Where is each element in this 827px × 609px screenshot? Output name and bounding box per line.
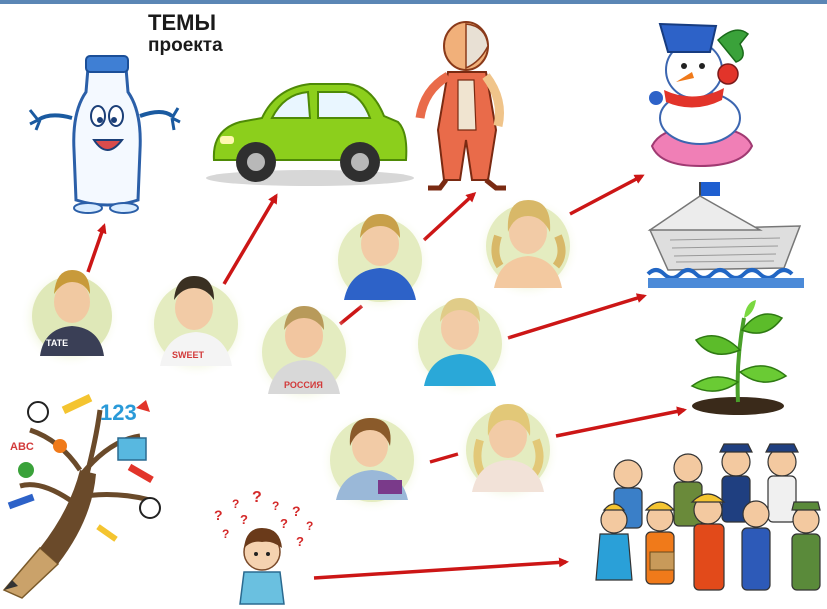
- arrow-to-sprout: [555, 406, 687, 438]
- arrow-to-body: [422, 191, 477, 242]
- svg-text:?: ?: [306, 519, 313, 533]
- svg-text:?: ?: [252, 489, 262, 506]
- sprout-icon: [690, 300, 788, 415]
- pencil-tree-icon: 123 ABC: [2, 394, 161, 599]
- svg-text:?: ?: [272, 499, 279, 513]
- top-accent-bar: [0, 0, 827, 4]
- svg-text:SWEET: SWEET: [172, 350, 205, 360]
- child-photo-3: РОССИЯ: [252, 302, 356, 406]
- title-line-1: ТЕМЫ: [148, 10, 216, 35]
- child-photo-7: [320, 410, 424, 514]
- arrow-to-milk: [86, 223, 107, 273]
- child-photo-6: [408, 294, 512, 398]
- svg-text:?: ?: [222, 527, 229, 541]
- svg-text:ABC: ABC: [10, 441, 34, 453]
- paper-boat-icon: [646, 182, 804, 288]
- child-photo-2: SWEET: [144, 274, 248, 378]
- child-photo-5: [476, 196, 580, 300]
- child-photo-8: [456, 400, 560, 504]
- title-line-2: проекта: [148, 35, 223, 57]
- human-body-icon: [415, 21, 506, 191]
- svg-text:?: ?: [240, 512, 248, 527]
- svg-text:123: 123: [100, 400, 137, 425]
- slide-title: ТЕМЫ проекта: [148, 10, 223, 57]
- arrows: [86, 174, 687, 580]
- question-girl-icon: ? ? ? ? ? ? ? ? ? ?: [214, 489, 313, 605]
- child-photos: TATE SWEET РОССИЯ: [20, 196, 580, 514]
- arrow-to-professions: [313, 557, 569, 580]
- svg-text:?: ?: [296, 534, 304, 549]
- arrow-child-link-2: [429, 452, 459, 464]
- svg-text:?: ?: [292, 503, 301, 519]
- arrow-to-car: [222, 193, 278, 285]
- professions-group-icon: [595, 443, 821, 591]
- svg-text:?: ?: [280, 516, 288, 531]
- svg-text:?: ?: [214, 507, 223, 523]
- arrow-to-boat: [507, 293, 647, 340]
- child-photo-4: [328, 210, 432, 314]
- car-icon: [206, 83, 414, 186]
- child-photo-1: TATE: [20, 268, 120, 368]
- svg-text:TATE: TATE: [46, 338, 68, 348]
- milk-bottle-icon: [28, 55, 181, 214]
- svg-text:РОССИЯ: РОССИЯ: [284, 380, 323, 390]
- svg-text:?: ?: [232, 497, 239, 511]
- arrow-to-snowman: [569, 174, 645, 216]
- snowman-icon: [649, 22, 754, 168]
